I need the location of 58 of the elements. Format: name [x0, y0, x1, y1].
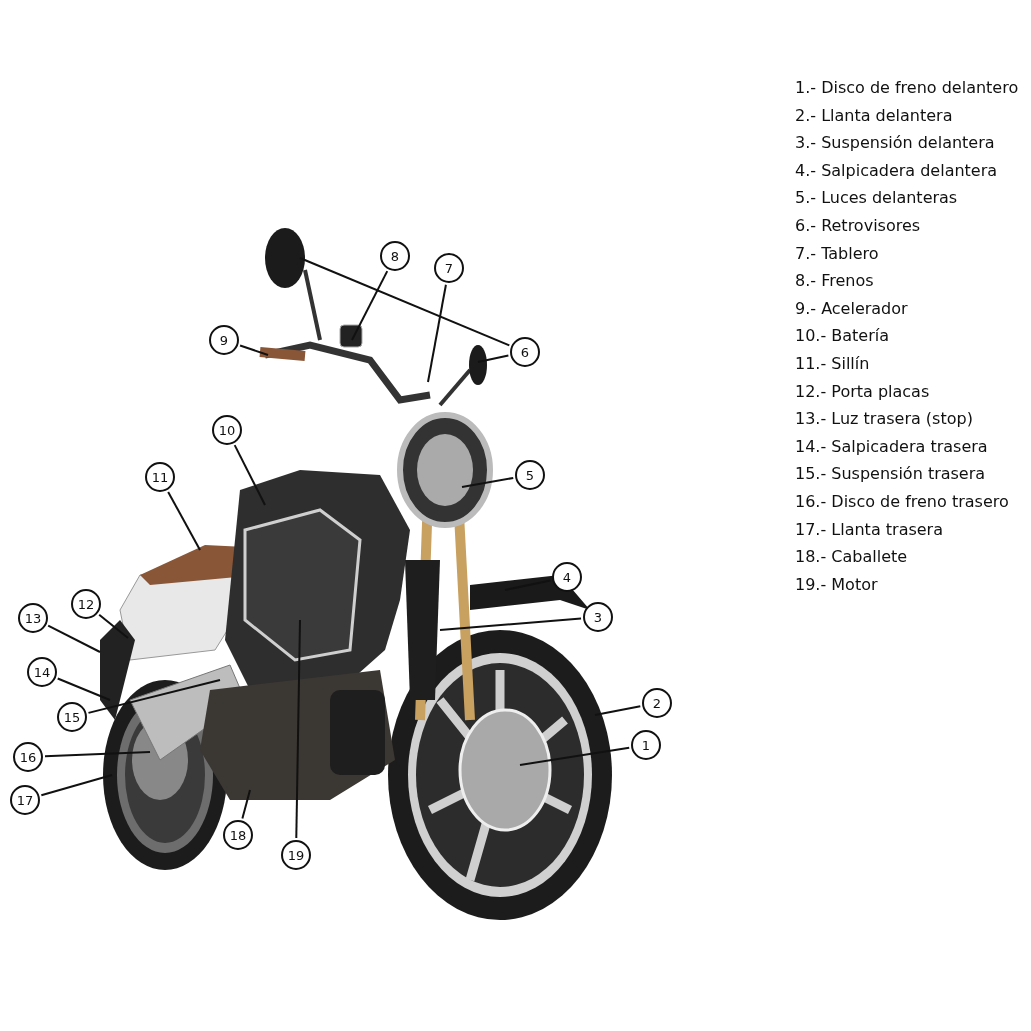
- callout-number: 14: [27, 657, 57, 687]
- callout-number: 10: [212, 415, 242, 445]
- part-list-item: 4.- Salpicadera delantera: [795, 160, 998, 180]
- part-list-item: 19.- Motor: [795, 574, 878, 594]
- leader-line: [47, 624, 101, 653]
- part-list-item: 15.- Suspensión trasera: [795, 464, 986, 484]
- part-list-item: 16.- Disco de freno trasero: [795, 492, 1009, 511]
- part-list-item: 2.- Llanta delantera: [795, 105, 953, 125]
- callout-number: 7: [434, 253, 464, 283]
- leader-line: [519, 746, 631, 766]
- leader-line: [477, 354, 510, 363]
- leader-line: [427, 283, 447, 383]
- part-list-item: 5.- Luces delanteras: [795, 188, 958, 208]
- part-list-item: 10.- Batería: [795, 326, 890, 346]
- part-list-item: 9.- Acelerador: [795, 298, 908, 318]
- callout-number: 1: [631, 730, 661, 760]
- callout-number: 13: [18, 603, 48, 633]
- callout-number: 5: [515, 460, 545, 490]
- leader-line: [44, 751, 151, 758]
- leader-line: [167, 490, 201, 551]
- leader-line: [299, 257, 511, 347]
- part-list-item: 13.- Luz trasera (stop): [795, 409, 973, 429]
- callout-number: 2: [642, 688, 672, 718]
- leader-line: [56, 677, 111, 701]
- leader-line: [461, 476, 515, 488]
- callout-number: 16: [13, 742, 43, 772]
- leader-line: [594, 705, 642, 716]
- leader-line: [98, 613, 129, 639]
- leader-line: [239, 344, 269, 356]
- part-list-item: 18.- Caballete: [795, 547, 908, 567]
- part-list-item: 7.- Tablero: [795, 243, 879, 263]
- callout-number: 4: [552, 562, 582, 592]
- leader-line: [504, 579, 552, 591]
- leader-line: [351, 270, 389, 341]
- part-list-item: 11.- Sillín: [795, 354, 870, 373]
- callout-number: 18: [223, 820, 253, 850]
- callout-number: 9: [209, 325, 239, 355]
- part-list-item: 6.- Retrovisores: [795, 216, 921, 235]
- leader-line: [87, 679, 221, 714]
- callout-number: 3: [583, 602, 613, 632]
- leader-line: [295, 619, 301, 839]
- part-list-item: 3.- Suspensión delantera: [795, 133, 995, 153]
- part-list-item: 1.- Disco de freno delantero: [795, 78, 1019, 97]
- leader-line: [233, 444, 266, 506]
- part-list-item: 12.- Porta placas: [795, 381, 930, 401]
- callout-number: 17: [10, 785, 40, 815]
- part-list-item: 14.- Salpicadera trasera: [795, 436, 988, 456]
- leader-line: [241, 789, 251, 820]
- leader-line: [40, 774, 113, 797]
- callout-number: 11: [145, 462, 175, 492]
- callout-number: 8: [380, 241, 410, 271]
- callout-number: 12: [71, 589, 101, 619]
- leader-line: [439, 617, 583, 631]
- callout-number: 6: [510, 337, 540, 367]
- callout-number: 19: [281, 840, 311, 870]
- part-list-item: 8.- Frenos: [795, 271, 874, 291]
- callout-number: 15: [57, 702, 87, 732]
- part-list-item: 17.- Llanta trasera: [795, 519, 943, 539]
